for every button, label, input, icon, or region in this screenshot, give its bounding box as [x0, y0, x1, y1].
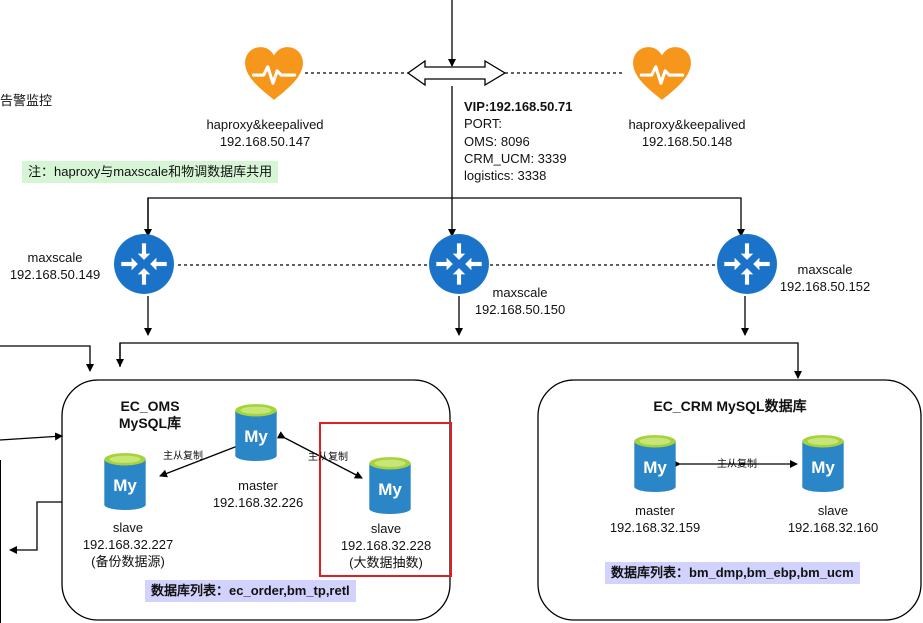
- crm-container: [537, 379, 922, 621]
- oms-slave2-role: slave: [370, 521, 402, 536]
- oms-master-role: master: [238, 478, 278, 493]
- crm-title: EC_CRM MySQL数据库: [653, 398, 807, 414]
- shared-note: 注：haproxy与maxscale和物调数据库共用: [22, 161, 279, 183]
- haproxy-2-ip: 192.168.50.148: [641, 134, 733, 149]
- mysql-logo-text: My: [244, 427, 268, 446]
- oms-master-ip: 192.168.32.226: [212, 495, 304, 510]
- router-icon: [717, 234, 777, 294]
- crm-master-ip: 192.168.32.159: [609, 520, 701, 535]
- oms-db-list: 数据库列表：ec_order,bm_tp,retl: [145, 580, 356, 602]
- vip-port-crm: CRM_UCM: 3339: [464, 151, 567, 166]
- highlight-box: [319, 422, 452, 577]
- crm-slave-role: slave: [817, 503, 849, 518]
- oms-title-line2: MySQL库: [118, 415, 182, 431]
- vip-address: VIP:192.168.50.71: [464, 99, 573, 114]
- maxscale-2-ip: 192.168.50.150: [474, 302, 566, 317]
- oms-title-line1: EC_OMS: [120, 398, 180, 414]
- mysql-logo-text: My: [643, 458, 667, 477]
- crm-master-role: master: [635, 503, 675, 518]
- connector-lines: [0, 0, 802, 623]
- oms-replication-label-2: 主从复制: [308, 452, 348, 463]
- oms-slave2-note: (大数据抽数): [349, 555, 423, 570]
- mysql-logo-text: My: [378, 480, 402, 499]
- maxscale-1-name: maxscale: [27, 250, 83, 265]
- mysql-logo-text: My: [811, 458, 835, 477]
- oms-replication-label-1: 主从复制: [163, 451, 203, 462]
- oms-slave1-ip: 192.168.32.227: [82, 537, 174, 552]
- haproxy-2-name: haproxy&keepalived: [628, 117, 746, 132]
- haproxy-1-ip: 192.168.50.147: [219, 134, 311, 149]
- vip-port-label: PORT:: [464, 116, 503, 131]
- maxscale-3-ip: 192.168.50.152: [779, 279, 871, 294]
- alert-monitor-label: 告警监控: [0, 93, 53, 108]
- oms-slave1-note: (备份数据源): [91, 554, 165, 569]
- oms-slave2-ip: 192.168.32.228: [340, 538, 432, 553]
- crm-replication-label: 主从复制: [717, 459, 757, 470]
- crm-db-list: 数据库列表：bm_dmp,bm_ebp,bm_ucm: [605, 562, 860, 584]
- haproxy-1-name: haproxy&keepalived: [206, 117, 324, 132]
- maxscale-2-name: maxscale: [492, 285, 548, 300]
- vip-port-oms: OMS: 8096: [464, 134, 530, 149]
- vip-port-logistics: logistics: 3338: [464, 168, 547, 183]
- maxscale-1-ip: 192.168.50.149: [9, 267, 101, 282]
- vip-double-arrow: [406, 59, 507, 87]
- router-icon: [114, 234, 174, 294]
- crm-slave-ip: 192.168.32.160: [787, 520, 879, 535]
- oms-slave1-role: slave: [112, 520, 144, 535]
- heart-monitor-icon: [631, 46, 693, 102]
- maxscale-3-name: maxscale: [797, 262, 853, 277]
- heart-monitor-icon: [243, 46, 305, 102]
- mysql-logo-text: My: [113, 476, 137, 495]
